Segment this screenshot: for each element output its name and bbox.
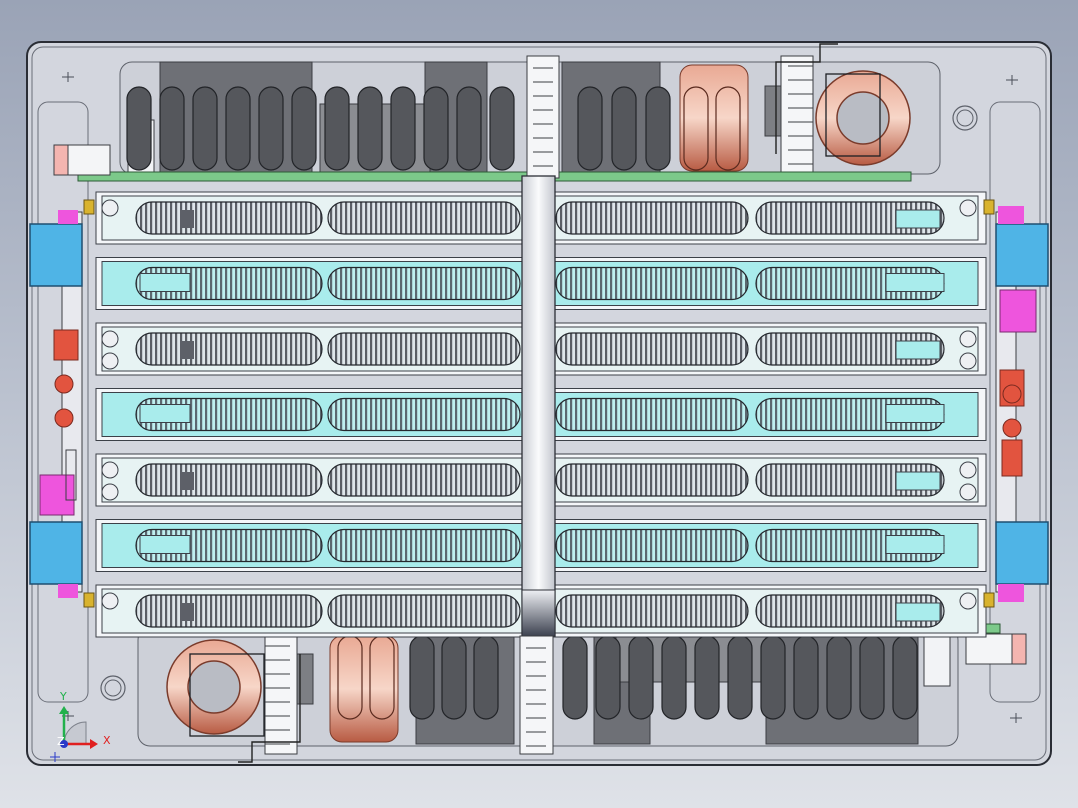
fin-segment: [327, 201, 521, 235]
mount-hole: [101, 461, 119, 479]
fin-terminal: [180, 210, 194, 228]
fin-terminal: [180, 603, 194, 621]
mount-hole: [959, 352, 977, 370]
fin-segment: [135, 201, 323, 235]
top-heatsink: [775, 43, 838, 177]
terminal-screw: [83, 592, 95, 608]
fin-segment: [327, 463, 521, 497]
bottom-heatsink: [238, 635, 301, 763]
fin-terminal: [180, 341, 194, 359]
fin-segment: [555, 266, 749, 301]
triad-x-label: X: [103, 734, 111, 747]
fin-segment: [135, 594, 323, 628]
heater-element-row: [95, 257, 987, 310]
triad-z-label: Z: [57, 735, 65, 748]
mount-hole: [101, 483, 119, 501]
fin-segment: [555, 528, 749, 563]
fin-segment: [327, 266, 521, 301]
mount-hole: [101, 352, 119, 370]
fin-segment: [555, 332, 749, 366]
terminal-screw: [83, 199, 95, 215]
top-components: [77, 43, 912, 182]
fin-segment: [555, 201, 749, 235]
terminal-screw: [983, 592, 995, 608]
fin-terminal: [895, 209, 941, 229]
left-connectors: [29, 144, 111, 598]
fin-segment: [327, 594, 521, 628]
fin-segment: [555, 463, 749, 497]
mount-hole: [101, 330, 119, 348]
heater-stack: [83, 191, 995, 638]
coordinate-triad-icon: X Y Z: [50, 690, 111, 762]
fin-segment: [135, 332, 323, 366]
terminal-screw: [983, 199, 995, 215]
mount-hole: [959, 199, 977, 217]
fin-terminal: [139, 404, 191, 423]
fin-terminal: [895, 602, 941, 622]
fin-segment: [135, 463, 323, 497]
fin-terminal: [180, 472, 194, 490]
fin-segment: [327, 332, 521, 366]
mount-hole: [101, 199, 119, 217]
fin-terminal: [885, 273, 945, 292]
fin-terminal: [895, 340, 941, 360]
fin-segment: [555, 397, 749, 432]
fin-segment: [327, 528, 521, 563]
mount-hole: [101, 592, 119, 610]
toroid-inductor-icon: [815, 70, 911, 166]
fin-segment: [327, 397, 521, 432]
center-support-beam[interactable]: [519, 55, 560, 755]
bottom-components: [166, 623, 1001, 763]
mount-hole: [959, 592, 977, 610]
fin-terminal: [139, 273, 191, 292]
fin-segment: [555, 594, 749, 628]
fin-terminal: [885, 535, 945, 554]
triad-y-label: Y: [59, 690, 67, 703]
fin-terminal: [885, 404, 945, 423]
mount-hole: [959, 483, 977, 501]
mount-hole: [959, 330, 977, 348]
fin-terminal: [895, 471, 941, 491]
toroid-inductor-icon: [166, 639, 265, 737]
mount-hole: [959, 461, 977, 479]
fin-terminal: [139, 535, 191, 554]
top-coil-loops: [126, 86, 671, 171]
right-connectors: [965, 206, 1049, 665]
